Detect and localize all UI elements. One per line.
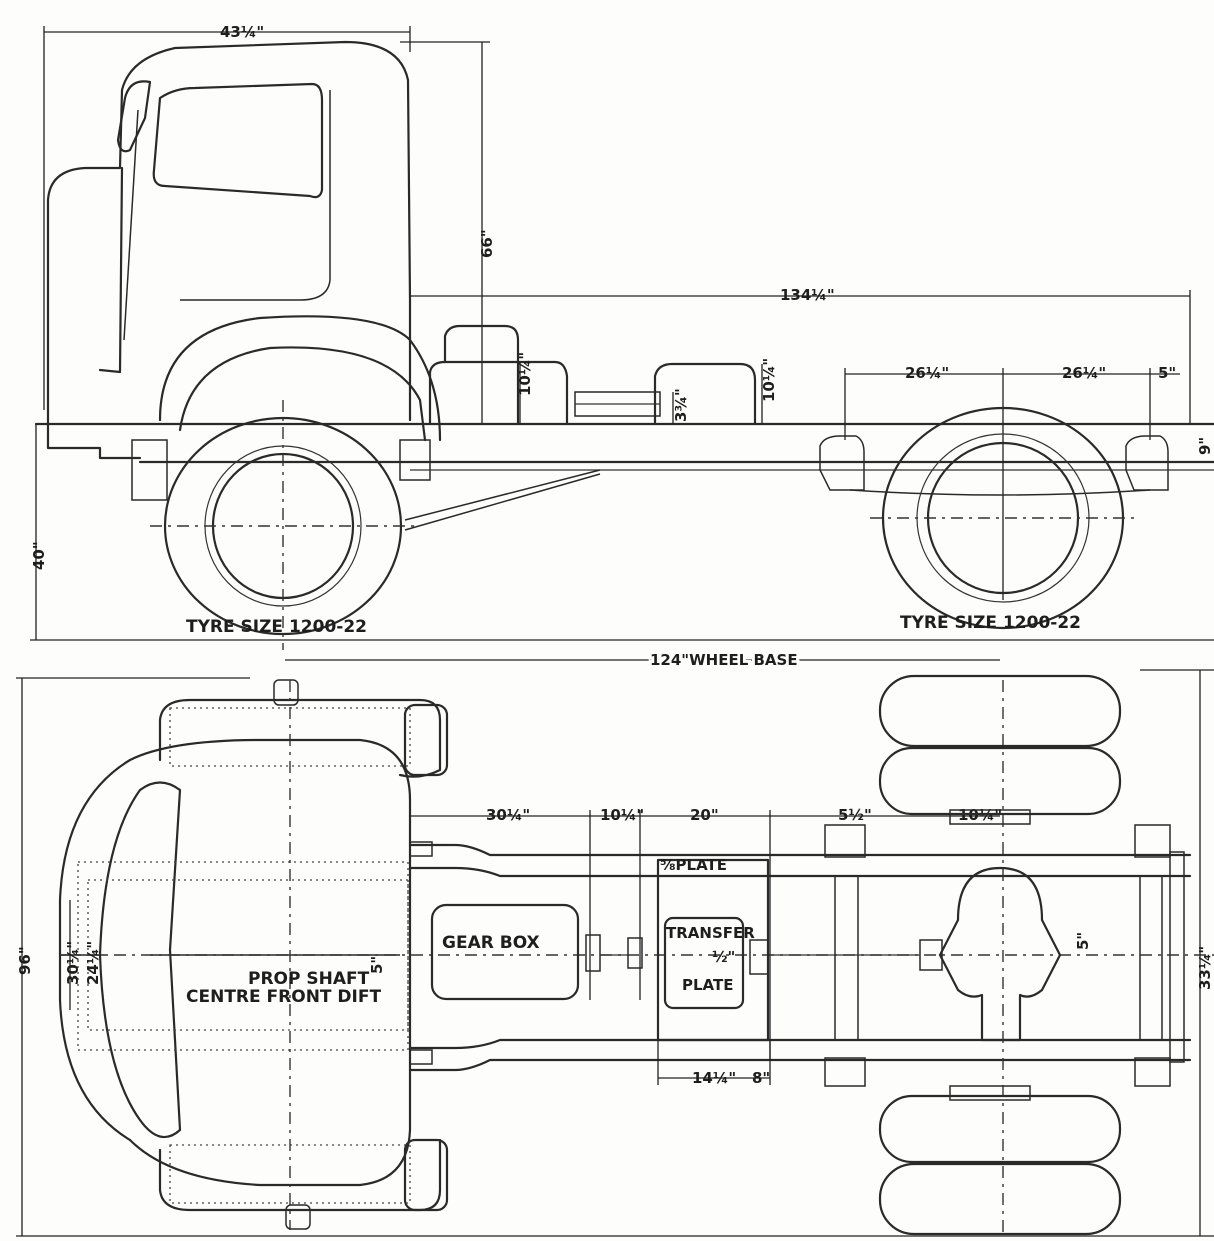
fuel-tank xyxy=(428,360,569,426)
transfer-dim: ½" xyxy=(712,948,735,966)
dim-c: 20" xyxy=(690,806,719,824)
dim-rear-track: 33¼" xyxy=(1196,946,1214,990)
dim-spring-front: 26¼" xyxy=(905,364,949,382)
transfer-plate-label: PLATE xyxy=(682,976,733,994)
left-chassis-rail xyxy=(408,843,1192,857)
dim-track-a: 30¼" xyxy=(64,941,82,985)
wheel-base-label: 124"WHEEL BASE xyxy=(650,651,798,669)
rear-tyre-bottom-inner xyxy=(878,1094,1122,1164)
tyre-size-rear: TYRE SIZE 1200-22 xyxy=(900,613,1081,633)
dim-fuel-height: 10¼" xyxy=(760,358,778,402)
dim-cab-height: 66" xyxy=(478,229,496,258)
front-mudguard xyxy=(158,315,442,442)
right-chassis-rail xyxy=(408,1058,1192,1072)
dim-five-a: 5" xyxy=(1074,932,1092,950)
dim-rear-overhang: 134¼" xyxy=(780,286,835,304)
transfer-box xyxy=(663,916,745,1010)
gear-box xyxy=(430,903,580,1001)
dim-d: 5½" xyxy=(838,806,872,824)
battery-box xyxy=(443,324,520,426)
front-left-mudguard xyxy=(158,698,442,778)
rear-tyre-bottom-outer xyxy=(878,1162,1122,1236)
dim-cab-length: 43¼" xyxy=(220,23,264,41)
dim-five-b: 5" xyxy=(368,956,386,974)
side-elevation: 43¼" 66" 10¼" 3¾" xyxy=(30,23,1214,672)
rear-tyre-top-inner xyxy=(878,746,1122,816)
dim-tank-height: 10¼" xyxy=(516,352,534,396)
centre-front-dift-label: CENTRE FRONT DIFT xyxy=(186,987,381,1007)
dim-f: 14¼" xyxy=(692,1069,736,1087)
cab-outline xyxy=(46,40,412,422)
plan-view: 96" 30¼" 10¼" 20" 5 xyxy=(16,669,1214,1237)
rear-differential xyxy=(938,866,1062,1042)
plate-label: ⅝PLATE xyxy=(660,856,727,874)
side-window xyxy=(152,82,324,199)
dim-spring-rear: 26¼" xyxy=(1062,364,1106,382)
gear-box-label: GEAR BOX xyxy=(442,933,540,953)
prop-shaft-label: PROP SHAFT xyxy=(248,969,370,989)
dim-a: 30¼" xyxy=(486,806,530,824)
front-right-mudguard xyxy=(158,1138,442,1212)
dim-rear-end: 5" xyxy=(1158,364,1176,382)
windshield xyxy=(116,80,152,153)
transfer-label: TRANSFER xyxy=(666,924,755,942)
tyre-size-front: TYRE SIZE 1200-22 xyxy=(186,617,367,637)
dim-frame-edge: 9" xyxy=(1196,437,1214,455)
dim-overall-width: 96" xyxy=(16,946,34,975)
dim-shaft-height: 3¾" xyxy=(672,388,690,422)
air-tank xyxy=(653,362,757,426)
windshield-top xyxy=(98,781,182,1139)
dim-track-b: 24¼" xyxy=(84,941,102,985)
dim-b: 10¼" xyxy=(600,806,644,824)
dim-g: 8" xyxy=(752,1069,770,1087)
dim-ground-frame: 40" xyxy=(30,541,48,570)
rear-tyre-top-outer xyxy=(878,674,1122,748)
cab-top-outline xyxy=(58,738,412,1187)
